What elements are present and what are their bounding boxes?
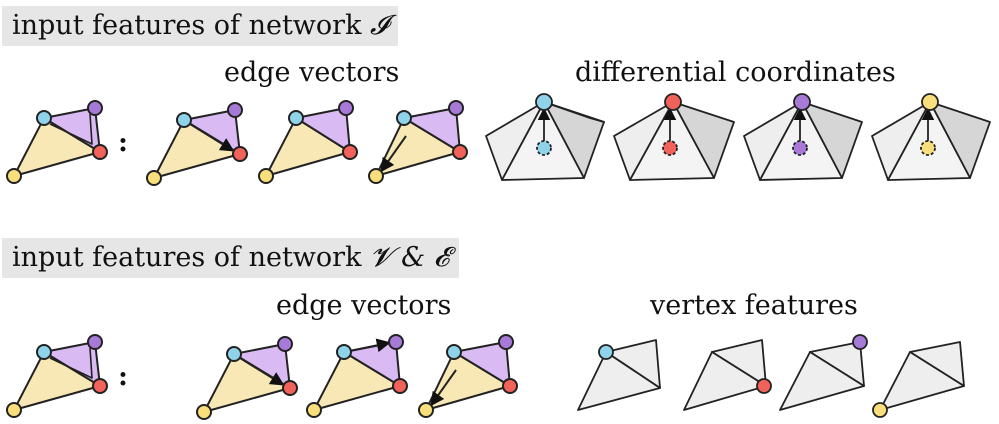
section1-reference-mesh [6,100,108,184]
pyramid-blue [485,93,605,181]
section1-edge-vector-1 [146,102,248,186]
section1-title-text: input features of network [12,10,371,41]
section1-diff-coords-label: differential coordinates [575,57,896,88]
vertex-feature-red [683,339,772,411]
section1-title-math: 𝓘 [370,10,389,41]
section1-colon: : [118,127,128,158]
section2-edge-vector-1 [196,336,298,420]
section2-vertex-features-label: vertex features [650,290,858,321]
pyramid-yellow [871,93,991,181]
section2-title-text: input features of network [12,242,371,273]
section2-edge-vectors-label: edge vectors [276,290,452,321]
section2-title-math: 𝓥 & 𝓔 [370,242,450,273]
vertex-feature-purple [779,334,868,411]
section2-edge-vector-2 [306,334,408,418]
pyramid-red [613,93,735,181]
section2-banner: input features of network 𝓥 & 𝓔 [2,238,460,278]
section1-edge-vector-2 [258,100,358,184]
section2-edge-vector-3 [418,334,518,418]
vertex-feature-blue [577,339,661,411]
section2-colon: : [118,361,128,392]
section2-reference-mesh [6,334,108,418]
section1-edge-vectors-label: edge vectors [224,57,400,88]
section1-edge-vector-3 [368,100,468,184]
section1-banner: input features of network 𝓘 [2,6,399,46]
vertex-feature-yellow [872,341,965,418]
pyramid-purple [743,93,863,181]
